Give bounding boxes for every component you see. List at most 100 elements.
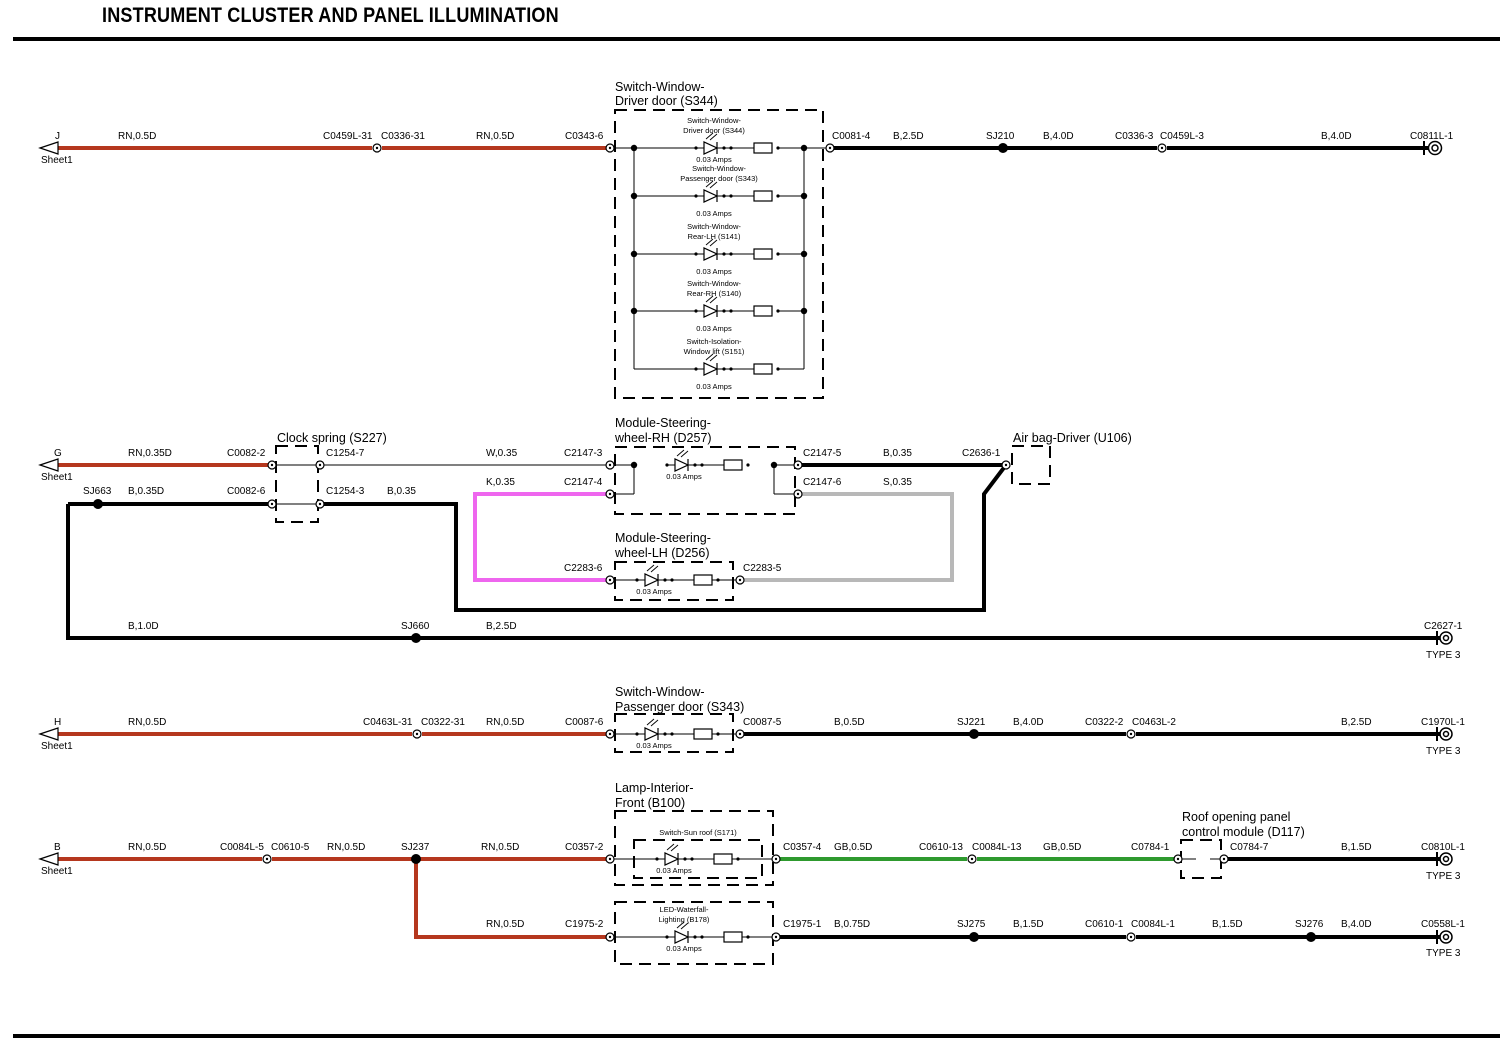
connector-label: C0784-1 (1131, 842, 1170, 853)
connector-pin[interactable] (793, 460, 803, 470)
connector-pin[interactable] (825, 143, 835, 153)
wire-label: K,0.35 (486, 477, 515, 488)
led-label: Passenger door (S343) (680, 174, 758, 183)
connector-pin[interactable] (1001, 460, 1011, 470)
ground-type: TYPE 3 (1426, 871, 1461, 882)
amps-label: 0.03 Amps (696, 267, 732, 276)
connector-pin[interactable] (412, 729, 422, 739)
connector-pin[interactable] (315, 499, 325, 509)
wire-label: RN,0.5D (118, 131, 156, 142)
connector-pin[interactable] (605, 489, 615, 499)
connector-pin[interactable] (262, 854, 272, 864)
connector-label: C0610-5 (271, 842, 310, 853)
wire-label: RN,0.5D (486, 717, 524, 728)
connector-pin[interactable] (735, 575, 745, 585)
connector-label: C1254-7 (326, 448, 365, 459)
splice-dot (411, 633, 421, 643)
connector-pin[interactable] (372, 143, 382, 153)
led-icon (635, 564, 712, 587)
connector-label: C2283-5 (743, 563, 782, 574)
sheet-arrow-icon[interactable] (38, 727, 59, 741)
wire-label: RN,0.5D (476, 131, 514, 142)
connector-label: C0357-2 (565, 842, 604, 853)
splice-label: SJ276 (1295, 919, 1324, 930)
splice-dot (93, 499, 103, 509)
connector-label: C0811L-1 (1410, 131, 1454, 142)
wire-label: B,0.75D (834, 919, 870, 930)
wire-label: B,0.35 (387, 486, 416, 497)
resistor-icon (753, 190, 780, 202)
wire-label: S,0.35 (883, 477, 912, 488)
sheet-ref[interactable]: Sheet1 (41, 472, 73, 483)
led-label: Switch-Window- (692, 164, 746, 173)
connector-pin[interactable] (605, 575, 615, 585)
connector-label: C0336-31 (381, 131, 425, 142)
led-label: Rear-LH (S141) (688, 232, 741, 241)
ground-icon (1423, 140, 1443, 156)
component-box-b178 (614, 901, 774, 965)
connector-pin[interactable] (771, 854, 781, 864)
component-title: Passenger door (S343) (615, 700, 744, 714)
connector-pin[interactable] (1157, 143, 1167, 153)
component-box-s171 (633, 839, 763, 879)
splice-dot (800, 307, 808, 315)
sheet-ref[interactable]: Sheet1 (41, 741, 73, 752)
component-title: Roof opening panel (1182, 810, 1290, 824)
connector-pin[interactable] (605, 143, 615, 153)
splice-dot (770, 461, 778, 469)
connector-pin[interactable] (605, 460, 615, 470)
connector-label: C0322-31 (421, 717, 465, 728)
sheet-ref[interactable]: Sheet1 (41, 155, 73, 166)
led-label: LED-Waterfall- (660, 905, 709, 914)
sheet-arrow-icon[interactable] (38, 141, 59, 155)
ground-icon (1436, 631, 1453, 645)
connector-pin[interactable] (605, 932, 615, 942)
sheet-arrow-icon[interactable] (38, 852, 59, 866)
connector-pin[interactable] (1126, 729, 1136, 739)
connector-pin[interactable] (793, 489, 803, 499)
resistor-icon (753, 305, 780, 317)
connector-pin[interactable] (267, 499, 277, 509)
sheet-ref[interactable]: Sheet1 (41, 866, 73, 877)
connector-pin[interactable] (605, 854, 615, 864)
ground-icon (1436, 727, 1453, 741)
wire-rn-b178 (414, 859, 607, 939)
amps-label: 0.03 Amps (666, 472, 702, 481)
connector-pin[interactable] (771, 932, 781, 942)
resistor-icon (723, 931, 750, 943)
sheet-arrow-icon[interactable] (38, 458, 59, 472)
connector-pin[interactable] (605, 729, 615, 739)
connector-label: C2147-3 (564, 448, 603, 459)
wire-label: RN,0.5D (128, 842, 166, 853)
wire-label: B,4.0D (1013, 717, 1044, 728)
resistor-icon (753, 363, 780, 375)
component-title: Lamp-Interior- (615, 781, 694, 795)
connector-label: C0610-1 (1085, 919, 1124, 930)
splice-dot (800, 250, 808, 258)
led-label: Rear-RH (S140) (687, 289, 742, 298)
connector-pin[interactable] (1219, 854, 1229, 864)
led-label: Switch-Sun roof (S171) (659, 828, 737, 837)
resistor-icon (713, 853, 740, 865)
splice-label: SJ660 (401, 621, 430, 632)
sheet-ref-letter: B (54, 842, 61, 853)
connector-label: C0558L-1 (1421, 919, 1465, 930)
wire-label: B,2.5D (486, 621, 517, 632)
ground-type: TYPE 3 (1426, 650, 1461, 661)
wire-label: B,2.5D (893, 131, 924, 142)
connector-pin[interactable] (267, 460, 277, 470)
wire-b-ground (66, 504, 1440, 640)
connector-pin[interactable] (1126, 932, 1136, 942)
sheet-ref-letter: G (54, 448, 62, 459)
wire-label: B,4.0D (1341, 919, 1372, 930)
component-title: Front (B100) (615, 796, 685, 810)
connector-label: C0081-4 (832, 131, 871, 142)
ground-type: TYPE 3 (1426, 746, 1461, 757)
led-icon (665, 921, 742, 944)
connector-pin[interactable] (1173, 854, 1183, 864)
ground-type: TYPE 3 (1426, 948, 1461, 959)
connector-pin[interactable] (735, 729, 745, 739)
led-label: Lighting (B178) (659, 915, 710, 924)
connector-pin[interactable] (967, 854, 977, 864)
connector-pin[interactable] (315, 460, 325, 470)
